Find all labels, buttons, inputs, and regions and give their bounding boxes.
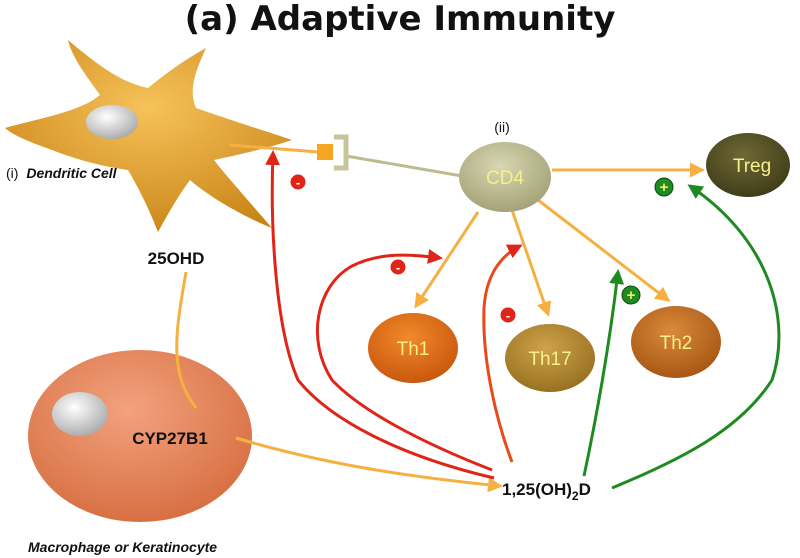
cyp27b1-label: CYP27B1 (132, 429, 208, 448)
cd4-to-th1-arrow (414, 211, 480, 309)
dendritic-cell (5, 40, 292, 232)
promote-badge-treg: + (654, 177, 674, 197)
macrophage-cell (28, 350, 252, 522)
calcitriol-end: D (579, 480, 591, 499)
th2-node: Th2 (631, 306, 721, 378)
th2-label: Th2 (660, 333, 693, 354)
green-arrows (582, 184, 781, 490)
cd4-marker: (ii) (494, 119, 510, 135)
th1-label: Th1 (397, 339, 430, 360)
dendritic-cell-label: (i) Dendritic Cell (6, 165, 118, 181)
dendritic-name: Dendritic Cell (26, 165, 117, 181)
th1-node: Th1 (368, 313, 458, 383)
red-arrows (265, 150, 495, 480)
antigen-square (317, 144, 333, 160)
svg-text:+: + (660, 179, 669, 196)
25ohd-to-macrophage-line (175, 271, 198, 409)
promote-badge-th2: + (621, 285, 641, 305)
calcitriol-label: 1,25(OH)2D (502, 480, 591, 503)
cd4-label: CD4 (486, 168, 524, 189)
calcitriol-to-th2-arrow (582, 269, 625, 477)
dendritic-prefix: (i) (6, 165, 18, 181)
svg-text:-: - (296, 175, 300, 190)
receptor-bracket (334, 134, 349, 171)
cd4-to-th17-arrow (510, 209, 552, 317)
cd4-node: CD4 (459, 142, 551, 212)
svg-text:-: - (396, 260, 400, 275)
calcitriol-main: 1,25(OH) (502, 480, 572, 499)
receptor-to-cd4-line (345, 154, 463, 178)
svg-text:-: - (506, 308, 510, 323)
dendritic-nucleus (86, 105, 138, 139)
calcitriol-to-th17-arrow (482, 244, 523, 463)
inhibit-badge-th17: - (499, 306, 517, 324)
cd4-to-th2-arrow (537, 198, 671, 302)
th17-node: Th17 (505, 324, 595, 392)
diagram-title: (a) Adaptive Immunity (185, 0, 616, 39)
orange-arrows (175, 143, 705, 493)
25ohd-label: 25OHD (148, 249, 205, 268)
dc-to-receptor-line (229, 143, 319, 154)
macrophage-nucleus (52, 392, 108, 436)
calcitriol-to-dc-arrow (265, 150, 495, 480)
inhibit-badge-th1: - (389, 258, 407, 276)
inhibit-badge-dc: - (289, 173, 307, 191)
svg-text:+: + (627, 287, 636, 304)
calcitriol-to-treg-arrow (611, 184, 781, 490)
cyp27b1-to-calcitriol-arrow (235, 436, 503, 493)
receptor-complex (317, 134, 463, 178)
th17-label: Th17 (528, 349, 571, 370)
calcitriol-subscript: 2 (572, 489, 579, 503)
calcitriol-to-th1-arrow (316, 248, 493, 472)
treg-label: Treg (733, 156, 771, 177)
macrophage-label: Macrophage or Keratinocyte (28, 539, 217, 555)
treg-node: Treg (706, 133, 790, 197)
